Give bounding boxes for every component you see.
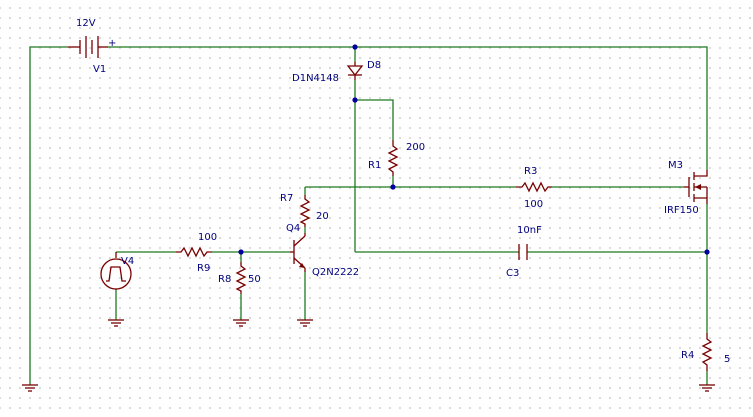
ground-symbol [108, 319, 124, 327]
r1-ref-label: R1 [368, 160, 382, 171]
ground-symbol [699, 384, 715, 392]
resistor-r8-symbol[interactable] [235, 262, 247, 294]
r8-ref-label: R8 [218, 274, 232, 285]
resistor-r4-symbol[interactable] [701, 333, 713, 371]
wire-top-rail [108, 46, 708, 170]
r7-ref-label: R7 [280, 193, 294, 204]
m3-ref-label: M3 [668, 160, 683, 171]
q4-model-label: Q2N2222 [312, 267, 360, 278]
r3-value-label: 100 [524, 199, 544, 210]
m3-model-label: IRF150 [664, 205, 699, 216]
d8-model-label: D1N4148 [292, 73, 339, 84]
r8-value-label: 50 [248, 274, 261, 285]
resistor-r9-symbol[interactable] [176, 246, 212, 258]
v1-value-label: 12V [76, 18, 96, 29]
wires [29, 46, 708, 385]
junction-node [704, 249, 710, 255]
r9-value-label: 100 [198, 232, 218, 243]
pulse-source-v4-symbol[interactable] [100, 252, 132, 290]
ground-symbol [22, 384, 38, 392]
q4-ref-label: Q4 [286, 223, 301, 234]
mosfet-m3-symbol[interactable] [684, 170, 708, 204]
diode-d8-symbol[interactable] [346, 62, 364, 80]
r4-ref-label: R4 [681, 350, 695, 361]
resistor-r7-symbol[interactable] [299, 195, 311, 227]
c3-ref-label: C3 [506, 268, 520, 279]
junction-node [238, 249, 244, 255]
resistor-r1-symbol[interactable] [387, 140, 399, 176]
wire-v1-left [29, 46, 68, 385]
ground-symbol [297, 319, 313, 327]
r4-value-label: 5 [724, 354, 731, 365]
v1-polarity-label: + [108, 38, 117, 49]
resistor-r3-symbol[interactable] [516, 181, 552, 193]
wire-to-r1 [355, 99, 394, 140]
r3-ref-label: R3 [524, 166, 538, 177]
junction-node [352, 44, 358, 50]
transistor-q4-symbol[interactable] [290, 233, 306, 272]
junction-node [352, 97, 358, 103]
r1-value-label: 200 [406, 142, 426, 153]
r7-value-label: 20 [316, 211, 329, 222]
v1-ref-label: V1 [93, 64, 107, 75]
junction-dots [238, 44, 710, 255]
junction-node [390, 184, 396, 190]
r9-ref-label: R9 [197, 263, 211, 274]
capacitor-c3-symbol[interactable] [518, 244, 528, 260]
d8-ref-label: D8 [367, 60, 382, 71]
ground-symbol [233, 319, 249, 327]
battery-v1-symbol[interactable] [68, 36, 108, 58]
v4-ref-label: V4 [121, 256, 135, 267]
c3-value-label: 10nF [517, 225, 542, 236]
